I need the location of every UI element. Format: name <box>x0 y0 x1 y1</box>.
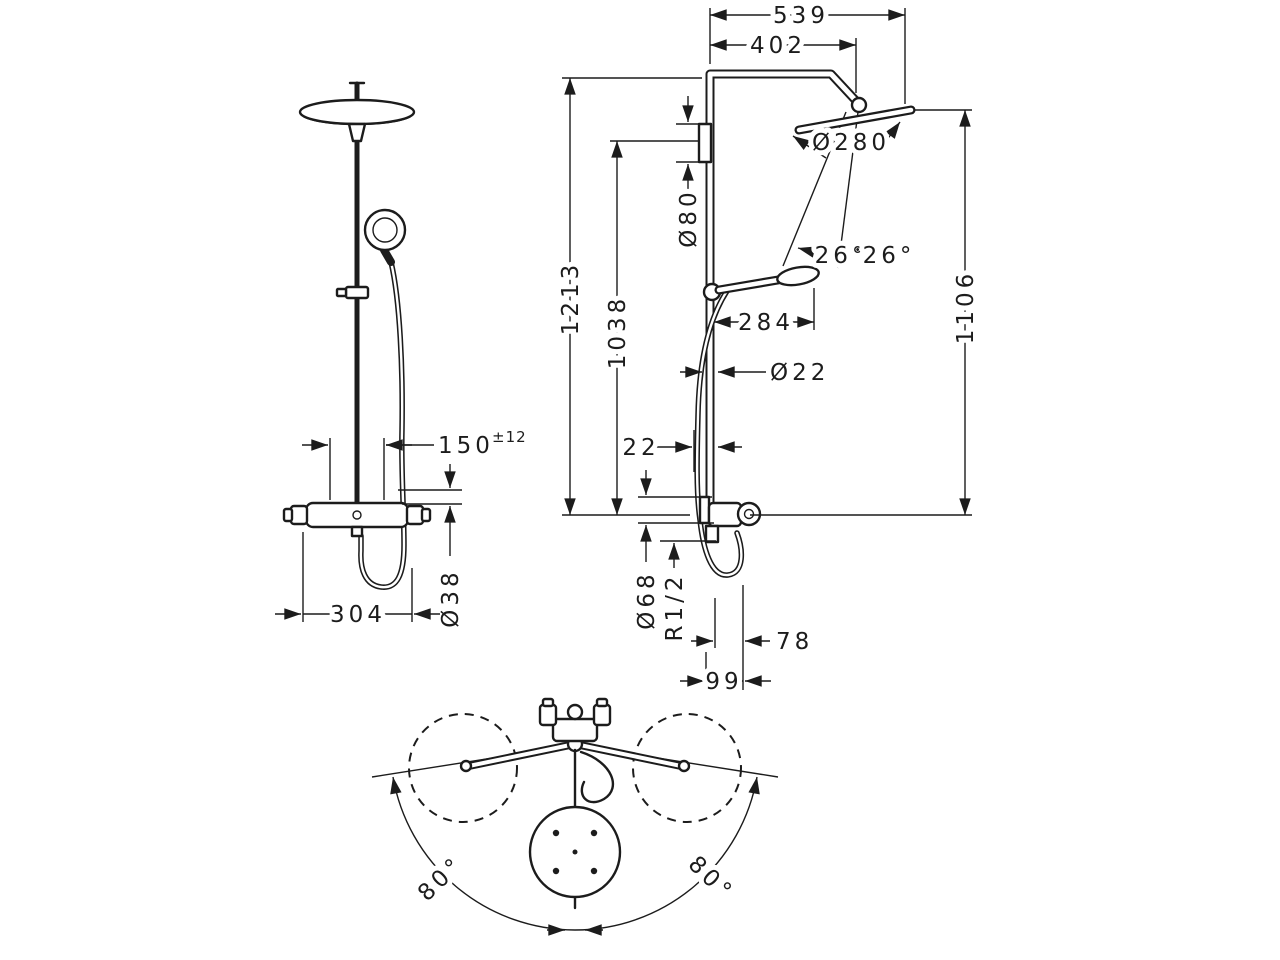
overhead-shower-side-core <box>796 107 914 133</box>
hand-shower-handle <box>380 246 395 266</box>
dim-99-label: 99 <box>705 669 742 695</box>
overhead-shower-disc <box>298 98 416 126</box>
dim-r12-label: R1/2 <box>662 573 688 642</box>
slider-knob <box>335 287 348 298</box>
dim-1038-label: 1038 <box>605 295 631 370</box>
valve-escutcheon <box>698 495 711 525</box>
dim-22-label: 22 <box>622 435 659 461</box>
valve-knob-top-left <box>538 703 558 727</box>
arm-right-end <box>677 759 691 773</box>
dim-dia38-label: Ø38 <box>438 568 464 627</box>
slider-holder <box>344 285 370 300</box>
valve-connector <box>704 524 720 544</box>
head-tilt-line-b <box>837 111 859 269</box>
thermostat-right-cap <box>420 507 432 523</box>
dim-dia280-label: Ø280 <box>812 130 890 156</box>
dim-402-label: 402 <box>750 33 806 59</box>
valve-cap-top-left <box>541 697 555 708</box>
dim-150-tolerance-label: ±12 <box>492 428 527 446</box>
dim-539-label: 539 <box>773 3 829 29</box>
swivel-arc-right <box>574 776 760 931</box>
head-ball-joint <box>850 96 868 114</box>
shower-hose-side-core <box>695 289 743 577</box>
dim-304-label: 304 <box>330 602 386 628</box>
thermostat-body <box>304 501 410 529</box>
hose-loop-top <box>579 750 615 804</box>
valve-knob-side <box>736 501 762 527</box>
shower-head-stem <box>347 122 367 143</box>
shower-hose-core <box>359 260 406 589</box>
front-view: 150 ±12 Ø38 304 <box>275 81 531 633</box>
dim-78-label: 78 <box>776 629 813 655</box>
dim-1106-label: 1106 <box>953 270 979 345</box>
wall-bracket <box>697 122 713 164</box>
dim-150-label: 150 <box>438 433 494 459</box>
side-view: 539 402 Ø280 Ø80 1213 1038 1106 26° 26° <box>553 0 984 700</box>
swivel-arc-left <box>390 776 576 931</box>
hand-shower-head <box>363 208 407 252</box>
dim-284-label: 284 <box>738 310 794 336</box>
dim-dia68-label: Ø68 <box>634 570 660 629</box>
dim-dia22-label: Ø22 <box>770 360 829 386</box>
hand-shower-face <box>372 217 398 243</box>
thermostat-right-knob <box>405 504 425 526</box>
dim-angle26-left-label: 26° <box>815 243 868 269</box>
dim-dia80-label: Ø80 <box>676 188 702 247</box>
top-view: 80° 80° <box>371 697 779 936</box>
thermostat-outlet <box>350 525 364 538</box>
head-position-right-dashed <box>632 713 742 823</box>
hand-shower-head-side <box>776 265 820 287</box>
riser-top <box>566 703 584 721</box>
hand-shower-handle-side-core <box>716 277 781 293</box>
angle-80-left-label: 80° <box>413 851 469 906</box>
arm-right-core <box>573 742 688 769</box>
dim-angle26-right-label: 26° <box>863 243 916 269</box>
head-tilt-line-a <box>782 111 847 267</box>
thermostat-left-cap <box>282 507 294 523</box>
angle-80-right-label: 80° <box>683 851 739 906</box>
valve-cap-top-right <box>595 697 609 708</box>
shower-hose-side <box>694 288 745 578</box>
valve-knob-top-right <box>592 703 612 727</box>
thermostat-logo <box>352 510 362 520</box>
valve-body-top <box>551 717 599 743</box>
arm-left-core <box>462 742 577 769</box>
thermostat-left-knob <box>289 504 309 526</box>
head-position-left-dashed <box>408 713 518 823</box>
dim-1213-label: 1213 <box>558 261 584 336</box>
arm-left-end <box>459 759 473 773</box>
valve-knob-detail <box>743 508 755 520</box>
